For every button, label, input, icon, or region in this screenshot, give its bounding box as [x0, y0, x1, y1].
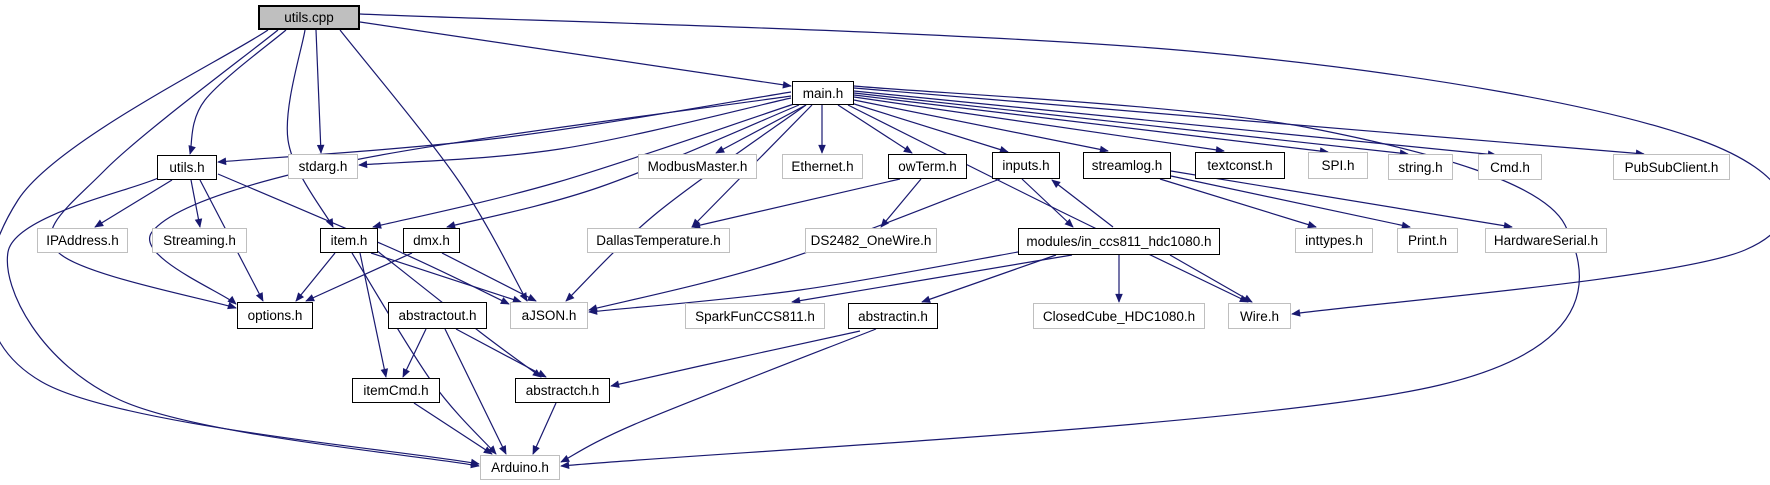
node-textconst_h[interactable]: textconst.h: [1195, 152, 1285, 179]
edge-utils_h-to-streaming_h: [190, 179, 203, 228]
edge-main_h-to-spi_h: [853, 94, 1329, 155]
edge-abstractout_h-to-abstractch_h: [455, 328, 547, 378]
edge-streamlog_h-to-inttypes_h: [1159, 178, 1317, 229]
edge-inputs_h-to-modules_in_ccs811_hdc1080_h: [1021, 178, 1074, 228]
edge-utils_cpp-to-options_h: [50, 29, 279, 310]
edge-utils_cpp-to-arduino_h: [0, 29, 480, 467]
edge-dmx_h-to-options_h: [305, 252, 413, 302]
edge-utils_h-to-arduino_h: [6, 177, 480, 469]
edge-modules_in_ccs811_hdc1080_h-to-sparkfunccs811_h: [791, 254, 1073, 305]
edge-utils_cpp-to-utils_h: [188, 29, 287, 155]
edge-inputs_h-to-ajson_h: [588, 178, 1001, 312]
edge-main_h-to-textconst_h: [853, 96, 1225, 154]
edge-utils_cpp-to-main_h: [359, 21, 792, 89]
node-sparkfunccs811_h: SparkFunCCS811.h: [685, 303, 825, 329]
edge-utils_cpp-to-item_h: [286, 29, 334, 228]
node-dmx_h[interactable]: dmx.h: [403, 228, 460, 253]
node-inttypes_h: inttypes.h: [1295, 228, 1373, 253]
node-ajson_h: aJSON.h: [510, 302, 588, 329]
edge-dmx_h-to-ajson_h: [441, 252, 537, 302]
edge-main_h-to-options_h: [148, 95, 792, 305]
edge-main_h-to-streamlog_h: [853, 99, 1109, 154]
node-modules_in_ccs811_hdc1080_h[interactable]: modules/in_ccs811_hdc1080.h: [1018, 228, 1220, 255]
edge-modules_in_ccs811_hdc1080_h-to-wire_h: [1169, 254, 1253, 303]
edge-main_h-to-dmx_h: [446, 104, 800, 229]
node-cmd_h: Cmd.h: [1478, 154, 1542, 180]
node-streamlog_h[interactable]: streamlog.h: [1083, 152, 1171, 179]
edge-main_h-to-owterm_h: [837, 104, 913, 154]
edge-modules_in_ccs811_hdc1080_h-to-ajson_h: [588, 251, 1019, 315]
node-string_h: string.h: [1388, 154, 1453, 180]
edge-main_h-to-pubsubclient_h: [853, 87, 1645, 158]
node-utils_h[interactable]: utils.h: [157, 155, 217, 180]
edge-utils_h-to-ajson_h: [217, 173, 510, 305]
edge-main_h-to-arduino_h: [560, 85, 1581, 470]
node-inputs_h[interactable]: inputs.h: [992, 152, 1060, 179]
edge-owterm_h-to-dallastemperature_h: [691, 178, 901, 229]
node-dallastemperature_h: DallasTemperature.h: [587, 228, 730, 253]
edge-item_h-to-options_h: [295, 252, 336, 302]
edge-streamlog_h-to-print_h: [1170, 175, 1411, 230]
edge-utils_cpp-to-stdarg_h: [315, 29, 325, 154]
node-itemcmd_h[interactable]: itemCmd.h: [352, 378, 440, 403]
node-abstractin_h[interactable]: abstractin.h: [848, 303, 938, 329]
edge-main_h-to-ajson_h: [565, 104, 807, 302]
edge-main_h-to-stdarg_h: [358, 97, 792, 169]
node-print_h: Print.h: [1397, 228, 1458, 253]
edge-main_h-to-wire_h: [847, 104, 1249, 303]
node-ethernet_h: Ethernet.h: [782, 154, 863, 179]
edge-item_h-to-arduino_h: [351, 252, 497, 455]
edge-main_h-to-item_h: [372, 103, 795, 229]
node-item_h[interactable]: item.h: [320, 228, 378, 253]
node-streaming_h: Streaming.h: [152, 228, 247, 253]
edge-modules_in_ccs811_hdc1080_h-to-abstractin_h: [921, 254, 1057, 303]
edge-main_h-to-utils_h: [217, 91, 792, 166]
node-closedcube_hdc1080_h: ClosedCube_HDC1080.h: [1033, 303, 1205, 329]
edge-main_h-to-inputs_h: [850, 102, 1009, 154]
edge-streamlog_h-to-hardwareserial_h: [1170, 170, 1513, 230]
edge-abstractin_h-to-abstractch_h: [610, 330, 861, 388]
edge-abstractch_h-to-arduino_h: [532, 402, 557, 455]
node-hardwareserial_h: HardwareSerial.h: [1485, 228, 1607, 253]
node-ipaddress_h: IPAddress.h: [37, 228, 128, 253]
edge-modules_in_ccs811_hdc1080_h-to-inputs_h: [1051, 179, 1114, 228]
edge-main_h-to-modbusmaster_h: [715, 104, 807, 154]
node-owterm_h[interactable]: owTerm.h: [888, 154, 967, 179]
node-abstractout_h[interactable]: abstractout.h: [388, 302, 487, 329]
node-utils_cpp: utils.cpp: [258, 5, 360, 30]
node-abstractch_h[interactable]: abstractch.h: [515, 378, 610, 403]
node-modbusmaster_h: ModbusMaster.h: [638, 154, 757, 179]
node-stdarg_h: stdarg.h: [288, 154, 358, 179]
node-options_h[interactable]: options.h: [237, 302, 313, 329]
edge-itemcmd_h-to-arduino_h: [413, 402, 493, 455]
edge-utils_cpp-to-ajson_h: [339, 29, 528, 302]
edge-item_h-to-ajson_h: [370, 252, 522, 304]
node-wire_h: Wire.h: [1228, 303, 1291, 329]
edge-utils_h-to-ipaddress_h: [94, 179, 173, 228]
node-spi_h: SPI.h: [1308, 152, 1368, 179]
node-pubsubclient_h: PubSubClient.h: [1613, 154, 1730, 180]
edge-owterm_h-to-ds2482_onewire_h: [880, 178, 922, 228]
node-ds2482_onewire_h: DS2482_OneWire.h: [805, 228, 937, 253]
edge-abstractin_h-to-arduino_h: [560, 328, 877, 463]
edge-main_h-to-string_h: [853, 92, 1409, 157]
edge-utils_cpp-to-wire_h: [359, 13, 1770, 317]
edge-main_h-to-cmd_h: [853, 90, 1497, 158]
node-arduino_h: Arduino.h: [480, 455, 560, 480]
node-main_h[interactable]: main.h: [792, 81, 854, 105]
edge-abstractout_h-to-arduino_h: [444, 328, 507, 455]
edge-abstractout_h-to-itemcmd_h: [402, 328, 427, 378]
